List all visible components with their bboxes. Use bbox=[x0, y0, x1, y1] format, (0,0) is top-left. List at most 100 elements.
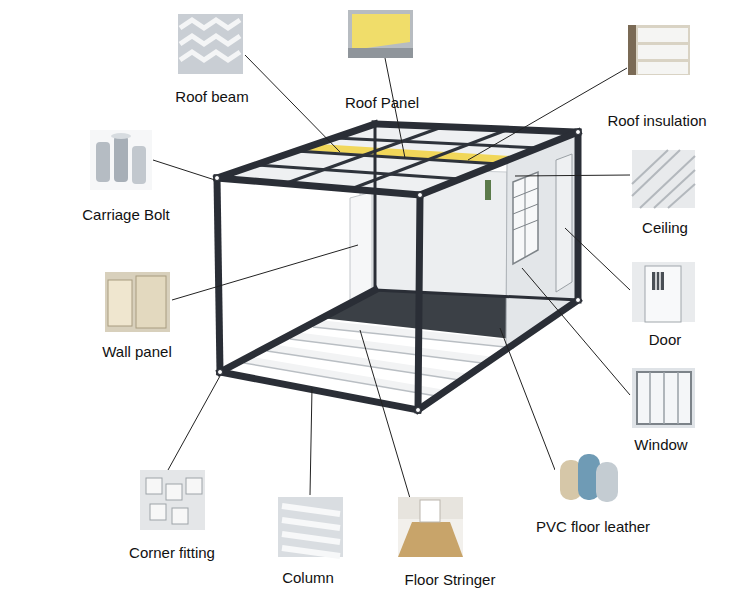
part-label: PVC floor leather bbox=[508, 518, 678, 536]
floor-stringer-photo bbox=[420, 500, 440, 522]
roof-insulation-photo bbox=[628, 25, 636, 75]
leader-lines bbox=[565, 228, 630, 290]
window-photo bbox=[637, 372, 691, 424]
roof-beams bbox=[257, 127, 539, 189]
roof-beams bbox=[257, 165, 460, 179]
leader-lines bbox=[172, 245, 358, 300]
part-label: Roof Panel bbox=[297, 94, 467, 112]
leader-lines bbox=[360, 330, 415, 515]
leader-lines bbox=[245, 55, 340, 152]
ceiling-photo bbox=[632, 150, 668, 184]
roof-panel-photo bbox=[348, 48, 413, 58]
roof-beam-photo bbox=[178, 14, 243, 74]
roof-beam-photo bbox=[180, 52, 240, 60]
roof-insulation-photo bbox=[638, 28, 688, 42]
roof-beams bbox=[336, 138, 539, 148]
leader-lines bbox=[468, 68, 627, 160]
roof-panel-photo bbox=[352, 14, 410, 50]
door-photo bbox=[659, 272, 661, 290]
door-photo bbox=[632, 262, 695, 322]
steel-frame bbox=[418, 300, 578, 410]
steel-frame bbox=[220, 290, 375, 372]
part-label: Wall panel bbox=[52, 343, 222, 361]
steel-frame bbox=[217, 124, 578, 410]
corner-fittings bbox=[418, 193, 423, 198]
roof-beam-photo bbox=[180, 36, 240, 44]
corner-fittings bbox=[576, 130, 581, 135]
column-photo bbox=[278, 497, 343, 557]
window-photo bbox=[632, 368, 695, 428]
column-photo bbox=[282, 534, 340, 542]
part-label: Window bbox=[576, 436, 746, 454]
carriage-bolt-photo bbox=[111, 133, 131, 139]
floor-stringer-shadows bbox=[267, 351, 466, 381]
window-photo bbox=[632, 368, 695, 428]
roof-panel-photo bbox=[348, 10, 413, 58]
wall-panel-photo bbox=[136, 276, 166, 328]
carriage-bolt-photo bbox=[114, 136, 128, 182]
ceiling-photo bbox=[668, 184, 695, 208]
steel-frame bbox=[217, 178, 220, 372]
steel-frame bbox=[217, 124, 375, 178]
part-label: Floor Stringer bbox=[365, 571, 535, 589]
ceiling-photo bbox=[632, 150, 680, 196]
carriage-bolt-photo bbox=[90, 130, 152, 190]
roof-insulation-photo bbox=[628, 25, 690, 75]
roof bbox=[217, 124, 578, 195]
door-photo bbox=[632, 262, 695, 322]
leader-lines bbox=[515, 175, 630, 176]
part-label: Roof insulation bbox=[572, 112, 742, 130]
corner-fitting-photo bbox=[150, 504, 166, 520]
steel-frame bbox=[220, 372, 418, 410]
door-photo bbox=[655, 272, 657, 290]
corner-fittings bbox=[215, 176, 220, 181]
part-label: Roof beam bbox=[127, 88, 297, 106]
part-label: Corner fitting bbox=[87, 544, 257, 562]
steel-frame bbox=[420, 132, 578, 195]
interior-back bbox=[485, 180, 491, 200]
roof bbox=[217, 124, 578, 195]
corner-fittings bbox=[218, 370, 223, 375]
corner-fittings bbox=[416, 408, 421, 413]
column-photo bbox=[282, 548, 340, 556]
part-label: Ceiling bbox=[580, 219, 750, 237]
floor-stringer-shadows bbox=[313, 327, 514, 348]
corner-fitting-photo bbox=[146, 478, 162, 494]
side-wall bbox=[556, 154, 572, 292]
roof-insulation-photo bbox=[638, 45, 688, 59]
side-wall bbox=[513, 172, 538, 264]
ceiling-photo bbox=[654, 170, 695, 208]
roof-beam-photo bbox=[178, 14, 243, 74]
ceiling-photo bbox=[632, 150, 695, 208]
leader-lines bbox=[522, 268, 630, 395]
corner-fitting-photo bbox=[186, 478, 202, 494]
corner-fitting-photo bbox=[172, 508, 188, 524]
corner-fittings bbox=[576, 298, 581, 303]
steel-frame bbox=[375, 124, 578, 132]
carriage-bolt-photo bbox=[132, 146, 146, 184]
door-photo bbox=[645, 266, 681, 322]
floor-stringer-bars bbox=[313, 323, 514, 344]
roof-insulation-photo bbox=[638, 62, 688, 74]
roof-insulation-photo bbox=[628, 25, 690, 75]
part-label: Column bbox=[223, 569, 393, 587]
wall-panel-photo bbox=[108, 280, 132, 326]
roof-panel-photo bbox=[348, 10, 413, 58]
side-wall bbox=[506, 132, 578, 349]
leader-lines bbox=[168, 376, 220, 470]
carriage-bolt-photo bbox=[90, 130, 152, 190]
part-label: Door bbox=[580, 331, 750, 349]
door-photo bbox=[652, 272, 664, 290]
floor-stringer-photo bbox=[398, 497, 463, 557]
steel-frame bbox=[374, 124, 377, 290]
leader-lines bbox=[500, 328, 555, 470]
leader-lines bbox=[153, 55, 630, 515]
ceiling-photo bbox=[632, 150, 695, 208]
pvc-floor-photo bbox=[555, 450, 621, 506]
roof-beams bbox=[284, 127, 442, 184]
column-photo bbox=[278, 497, 343, 557]
side-wall bbox=[506, 132, 578, 349]
floor-stringer-photo bbox=[398, 522, 463, 557]
column-photo bbox=[282, 520, 340, 528]
